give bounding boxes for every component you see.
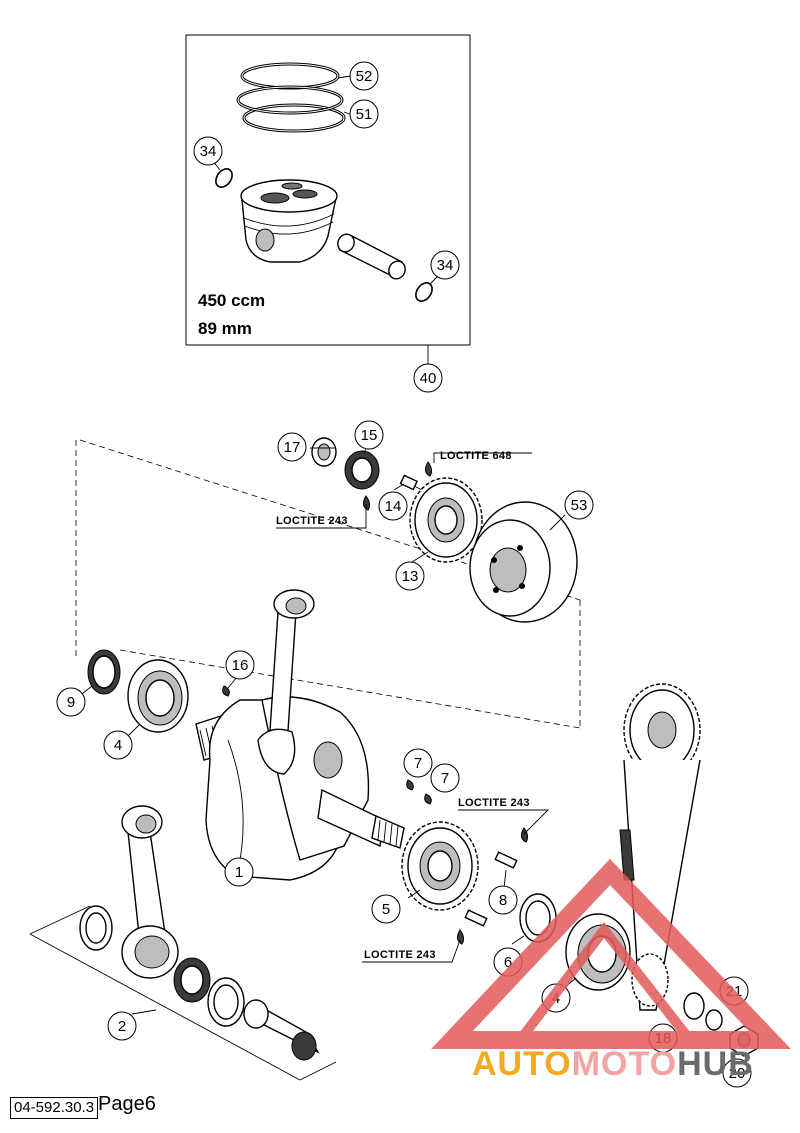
piston <box>240 179 338 263</box>
svg-text:53: 53 <box>571 497 588 514</box>
svg-text:34: 34 <box>200 143 217 160</box>
svg-text:13: 13 <box>402 568 419 585</box>
loctite-243-label-mid: LOCTITE 243 <box>458 797 530 809</box>
callout-9: 9 <box>56 687 86 717</box>
callout-15: 15 <box>354 420 384 450</box>
circlip-34-upper <box>215 168 233 188</box>
brand-auto: AUTO <box>472 1045 572 1083</box>
brand-hub: HUB <box>677 1045 754 1083</box>
watermark-brand: AUTOMOTOHUB <box>472 1046 754 1082</box>
woodruff-key-16 <box>222 685 230 697</box>
svg-text:1: 1 <box>235 864 243 881</box>
callout-13: 13 <box>395 561 425 591</box>
oil-seal-9 <box>87 649 121 695</box>
callout-52: 52 <box>349 61 379 91</box>
screw-8-upper <box>494 851 518 869</box>
callout-16: 16 <box>225 650 255 680</box>
loctite-drop-648 <box>424 461 433 477</box>
piston-pin <box>337 233 406 280</box>
svg-text:5: 5 <box>382 901 390 918</box>
guide-line-middle <box>119 649 581 729</box>
loctite-243-label-top: LOCTITE 243 <box>276 515 348 527</box>
svg-text:51: 51 <box>356 106 373 123</box>
svg-text:8: 8 <box>499 892 507 909</box>
piston-kit-box <box>185 34 471 346</box>
callout-17: 17 <box>277 432 307 462</box>
svg-text:20: 20 <box>729 1065 746 1082</box>
washer-18 <box>683 992 705 1020</box>
callout-7-b: 7 <box>430 763 460 793</box>
svg-text:40: 40 <box>420 370 437 387</box>
crankshaft-1 <box>195 696 405 881</box>
callout-51: 51 <box>349 99 379 129</box>
leader-loctite-648 <box>433 452 532 463</box>
svg-text:4: 4 <box>114 737 122 754</box>
piston-ring-52 <box>240 62 340 90</box>
conrod-kit-line-left <box>29 905 91 935</box>
svg-text:14: 14 <box>385 498 402 515</box>
document-code: 04-592.30.3 <box>10 1097 99 1119</box>
svg-text:34: 34 <box>437 257 454 274</box>
flywheel-53 <box>469 501 578 623</box>
loctite-drop-243-mid <box>520 827 529 843</box>
conrod-kit-line-top <box>29 933 301 1081</box>
gear-5 <box>401 821 479 911</box>
svg-text:52: 52 <box>356 68 373 85</box>
callout-1: 1 <box>224 857 254 887</box>
callout-5: 5 <box>371 894 401 924</box>
loctite-648-label: LOCTITE 648 <box>440 450 512 462</box>
svg-text:15: 15 <box>361 427 378 444</box>
callout-2: 2 <box>107 1011 137 1041</box>
callout-53: 53 <box>564 490 594 520</box>
conrod-kit-line-right <box>299 1061 337 1081</box>
bearing-17 <box>311 437 337 467</box>
svg-text:9: 9 <box>67 694 75 711</box>
leader-loctite-243-top <box>276 504 367 529</box>
guide-line-top <box>79 439 581 601</box>
leader-loctite-243-mid <box>458 809 550 835</box>
washer-21 <box>705 1009 723 1031</box>
circlip-34-lower <box>415 282 433 302</box>
loctite-drop-243-low <box>456 929 465 945</box>
loctite-drop-243-top <box>362 495 371 511</box>
woodruff-key-7b <box>424 793 432 805</box>
brand-moto: MOTO <box>571 1045 678 1083</box>
callout-14: 14 <box>378 491 408 521</box>
page-label: Page6 <box>98 1093 156 1115</box>
screw-8-lower <box>464 909 488 927</box>
bore-label: 89 mm <box>198 319 252 338</box>
leader-loctite-243-low <box>362 939 461 963</box>
svg-text:16: 16 <box>232 657 249 674</box>
callout-40: 40 <box>413 363 443 393</box>
svg-text:7: 7 <box>441 770 449 787</box>
svg-text:7: 7 <box>414 755 422 772</box>
woodruff-key-7a <box>406 779 414 791</box>
callout-4-left: 4 <box>103 730 133 760</box>
timing-chain-sprocket <box>619 683 701 1011</box>
callout-34-lower: 34 <box>430 250 460 280</box>
svg-text:17: 17 <box>284 439 301 456</box>
watermark-triangle-logo <box>431 858 791 1049</box>
callout-20: 20 <box>722 1058 752 1088</box>
bearing-15 <box>344 450 380 490</box>
svg-text:6: 6 <box>504 954 512 971</box>
gear-13 <box>409 477 483 563</box>
needle-bearing <box>173 957 211 1003</box>
ball-bearing-4-left <box>127 659 189 733</box>
piston-ring-51 <box>236 85 346 133</box>
displacement-label: 450 ccm <box>198 291 265 310</box>
connecting-rod-2 <box>121 805 179 979</box>
crank-pin <box>243 999 320 1061</box>
connecting-rod-on-crank <box>257 589 315 775</box>
callout-7-a: 7 <box>403 748 433 778</box>
loctite-243-label-low: LOCTITE 243 <box>364 949 436 961</box>
callout-8: 8 <box>488 885 518 915</box>
svg-text:2: 2 <box>118 1018 126 1035</box>
callout-34-upper: 34 <box>193 136 223 166</box>
